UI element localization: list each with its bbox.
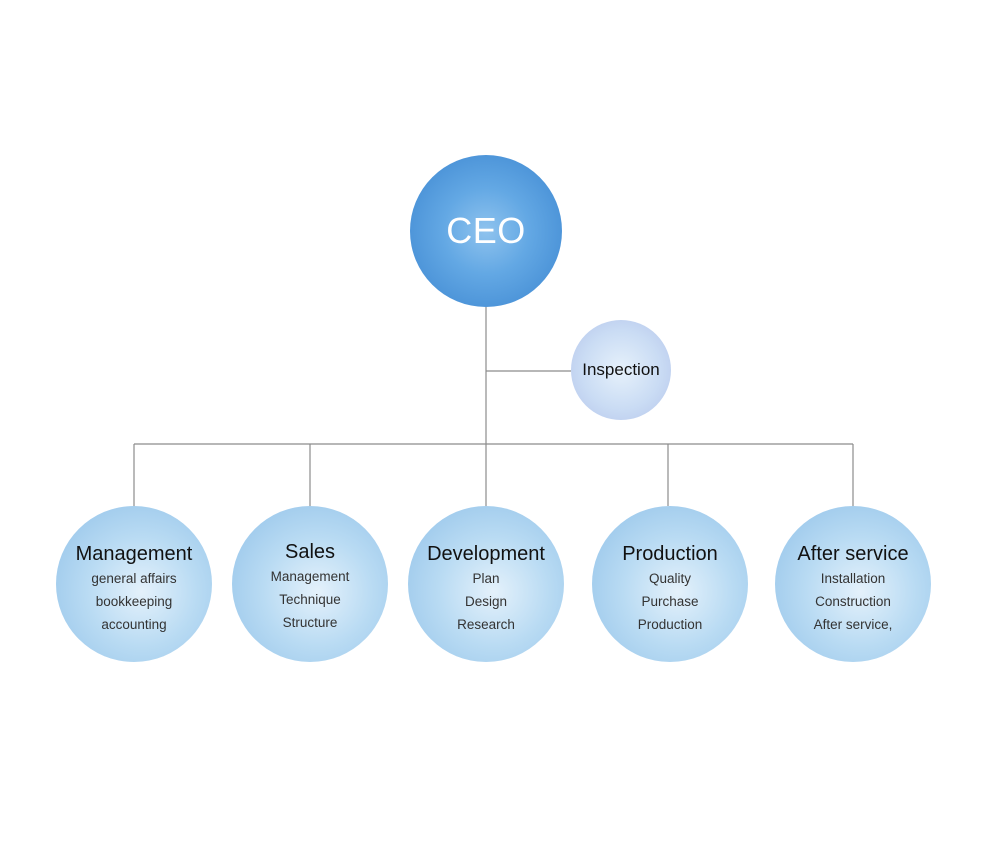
department-item: Construction <box>815 594 891 609</box>
inspection-node: Inspection <box>571 320 671 420</box>
department-node-management: Management general affairs bookkeeping a… <box>56 506 212 662</box>
department-item: Installation <box>820 571 886 586</box>
department-items: Management Technique Structure <box>271 565 350 634</box>
ceo-label: CEO <box>446 210 526 251</box>
department-title: Production <box>622 543 718 565</box>
department-item: Production <box>637 617 703 632</box>
department-item: Design <box>464 594 508 609</box>
department-title: Sales <box>284 541 336 563</box>
department-title: Management <box>75 543 193 565</box>
department-item: After service, <box>813 617 893 632</box>
department-node-development: Development Plan Design Research <box>408 506 564 662</box>
department-item: Technique <box>279 592 341 607</box>
department-item: Structure <box>282 615 338 630</box>
ceo-node: CEO <box>410 155 562 307</box>
inspection-label: Inspection <box>582 360 660 379</box>
department-item: bookkeeping <box>95 594 173 609</box>
department-items: Quality Purchase Production <box>638 567 703 636</box>
department-item: Management <box>270 569 350 584</box>
department-node-after-service: After service Installation Construction … <box>775 506 931 662</box>
department-item: general affairs <box>91 571 177 586</box>
department-items: general affairs bookkeeping accounting <box>91 567 176 636</box>
department-items: Installation Construction After service, <box>814 567 893 636</box>
department-item: Plan <box>472 571 500 586</box>
department-item: Quality <box>648 571 691 586</box>
department-item: Purchase <box>641 594 699 609</box>
department-title: After service <box>797 543 909 565</box>
department-item: accounting <box>101 617 167 632</box>
department-items: Plan Design Research <box>457 567 515 636</box>
department-title: Development <box>427 543 545 565</box>
department-item: Research <box>457 617 515 632</box>
department-node-production: Production Quality Purchase Production <box>592 506 748 662</box>
department-node-sales: Sales Management Technique Structure <box>232 506 388 662</box>
